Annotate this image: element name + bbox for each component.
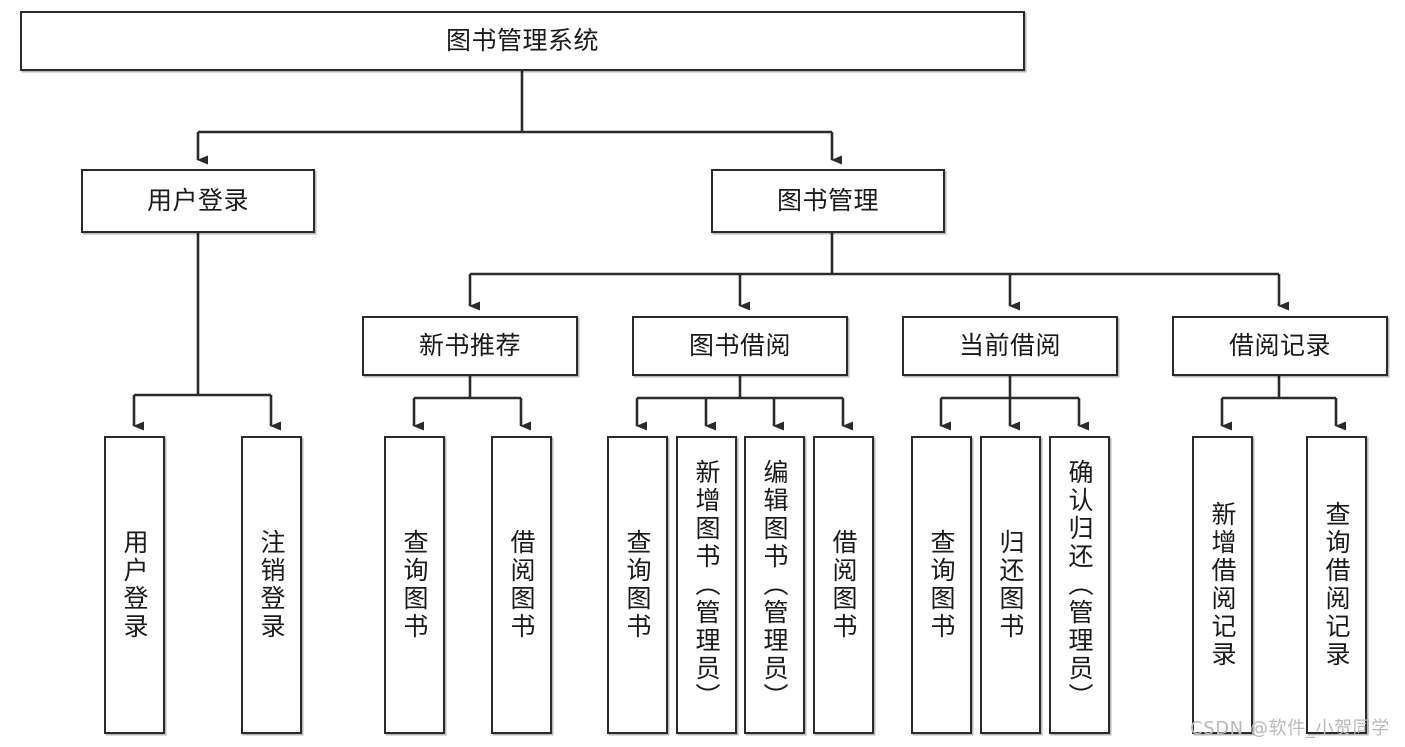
node-label: 查询图书: [400, 529, 429, 641]
node-label: 注销登录: [257, 529, 286, 641]
node-label: 图书借阅: [688, 331, 791, 361]
node-label: 新增借阅记录: [1208, 501, 1237, 669]
node-label: 确认归还（管理员）: [1065, 459, 1094, 711]
leaf-new-book-borrow-book[interactable]: 借阅图书: [491, 436, 552, 734]
leaf-borrow-record-add-record[interactable]: 新增借阅记录: [1192, 436, 1253, 734]
node-label: 当前借阅: [958, 331, 1061, 361]
node-label: 用户登录: [120, 529, 149, 641]
node-current-borrow[interactable]: 当前借阅: [902, 316, 1118, 376]
node-label: 图书管理: [776, 186, 879, 216]
leaf-book-borrow-edit-book-admin[interactable]: 编辑图书（管理员）: [744, 436, 805, 734]
node-book-management[interactable]: 图书管理: [711, 169, 945, 233]
leaf-borrow-record-query-record[interactable]: 查询借阅记录: [1306, 436, 1367, 734]
node-label: 查询图书: [927, 529, 956, 641]
node-label: 查询图书: [623, 529, 652, 641]
node-label: 编辑图书（管理员）: [760, 459, 789, 711]
node-label: 图书管理系统: [445, 26, 599, 56]
node-user-login[interactable]: 用户登录: [81, 169, 315, 233]
node-label: 归还图书: [996, 529, 1025, 641]
node-label: 借阅记录: [1228, 331, 1331, 361]
node-new-book-recommend[interactable]: 新书推荐: [362, 316, 578, 376]
node-book-borrow[interactable]: 图书借阅: [632, 316, 848, 376]
node-label: 借阅图书: [507, 529, 536, 641]
leaf-user-login-login[interactable]: 用户登录: [104, 436, 165, 734]
leaf-book-borrow-borrow-book[interactable]: 借阅图书: [813, 436, 874, 734]
csdn-watermark: CSDN @软件_小贺同学: [1190, 718, 1390, 739]
node-label: 用户登录: [146, 186, 249, 216]
node-root-book-management-system[interactable]: 图书管理系统: [20, 11, 1025, 71]
leaf-book-borrow-query-book[interactable]: 查询图书: [607, 436, 668, 734]
leaf-new-book-query-book[interactable]: 查询图书: [384, 436, 445, 734]
leaf-book-borrow-add-book-admin[interactable]: 新增图书（管理员）: [676, 436, 737, 734]
leaf-current-borrow-return-book[interactable]: 归还图书: [980, 436, 1041, 734]
node-label: 借阅图书: [829, 529, 858, 641]
node-label: 查询借阅记录: [1322, 501, 1351, 669]
node-label: 新增图书（管理员）: [692, 459, 721, 711]
node-label: 新书推荐: [418, 331, 521, 361]
leaf-current-borrow-confirm-return-admin[interactable]: 确认归还（管理员）: [1049, 436, 1110, 734]
leaf-user-login-logout[interactable]: 注销登录: [241, 436, 302, 734]
node-borrow-record[interactable]: 借阅记录: [1172, 316, 1388, 376]
leaf-current-borrow-query-book[interactable]: 查询图书: [911, 436, 972, 734]
